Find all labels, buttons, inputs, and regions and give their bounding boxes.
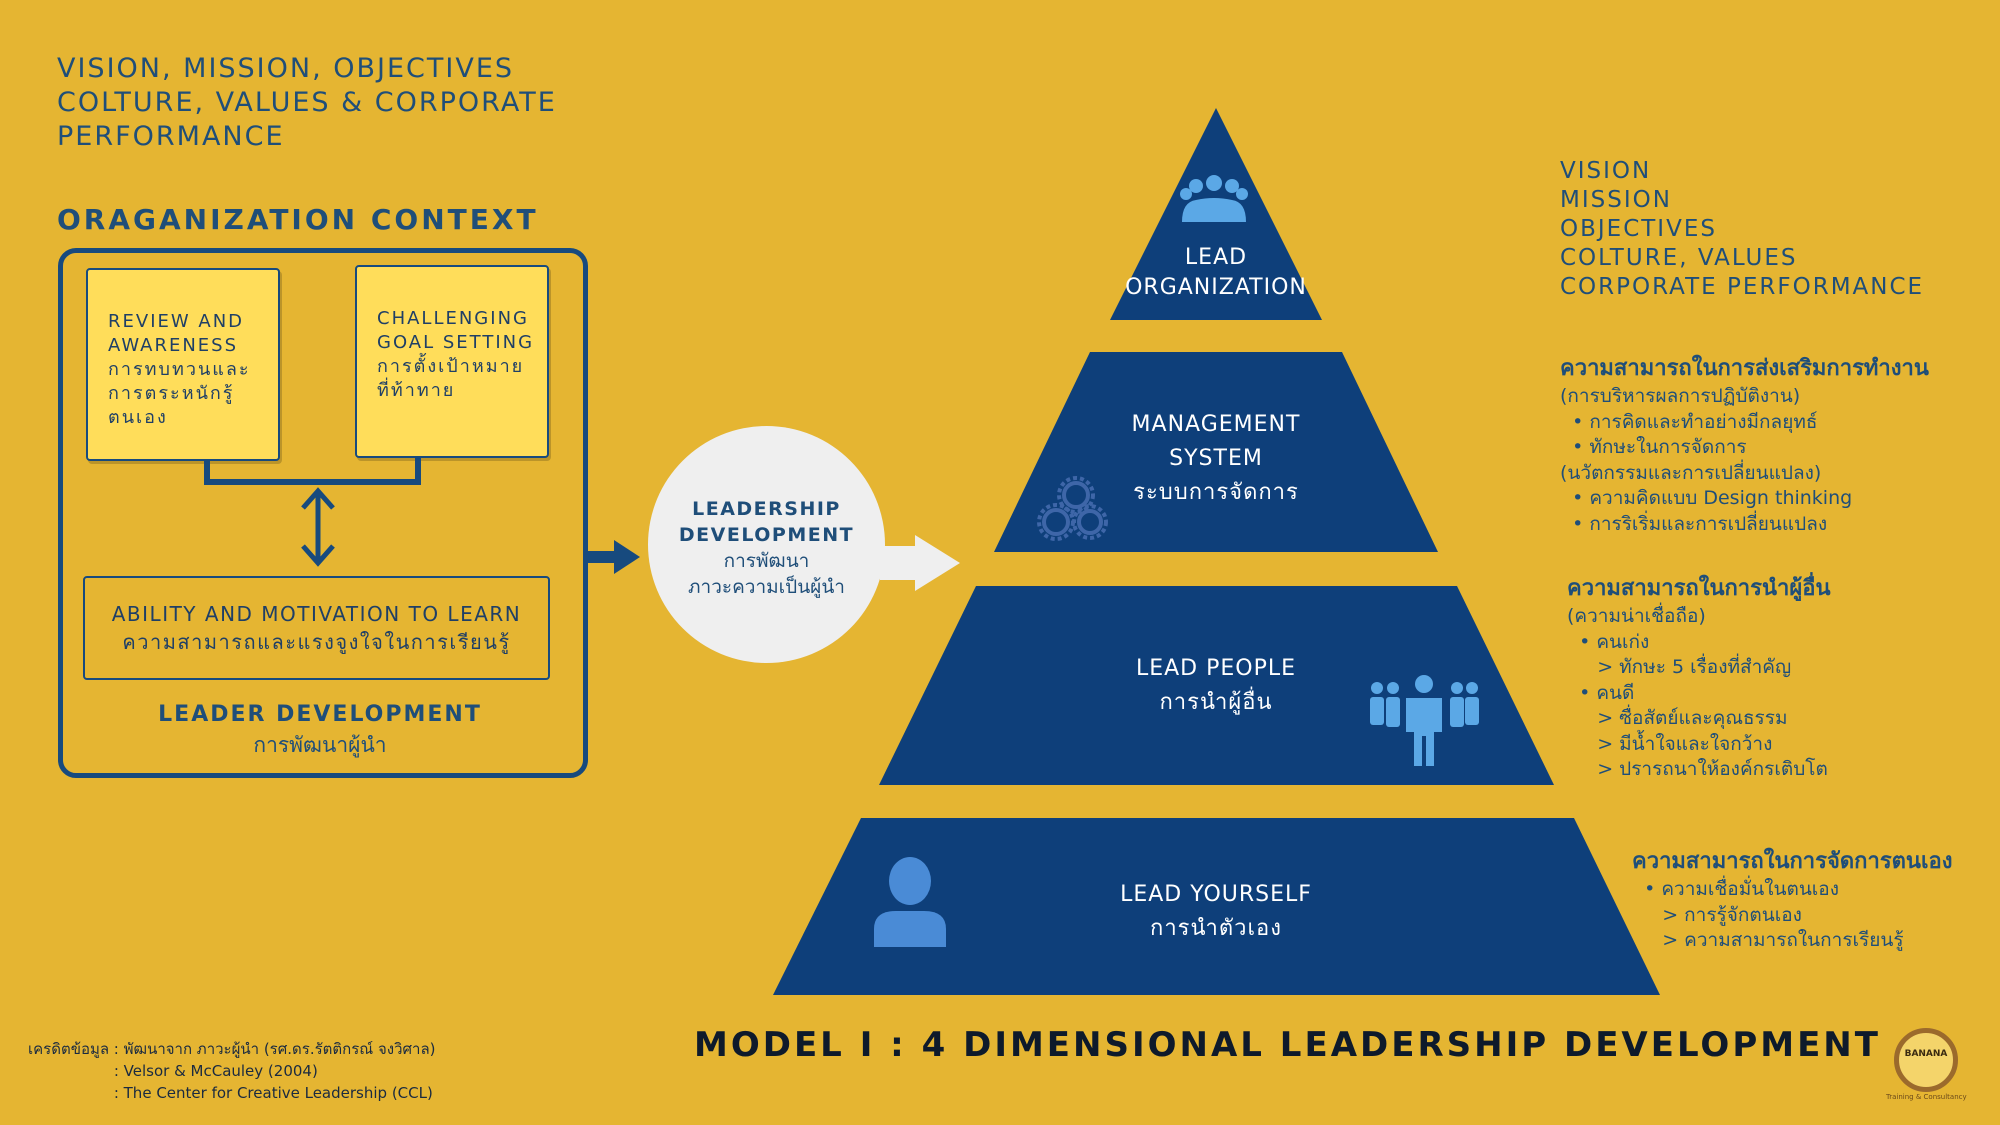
person-icon (874, 857, 946, 947)
circle-th-line: การพัฒนา (723, 550, 810, 572)
organization-list-item: CORPORATE PERFORMANCE (1560, 274, 1925, 300)
team-people-icon (1370, 675, 1479, 766)
top-heading-line: COLTURE, VALUES & CORPORATE (57, 87, 557, 118)
self-capability-block: ความสามารถในการจัดการตนเอง • ความเชื่อมั… (1632, 847, 1952, 954)
goal-setting-note: CHALLENGING GOAL SETTING การตั้งเป้าหมาย… (355, 265, 549, 458)
leadership-development-circle: LEADERSHIP DEVELOPMENT การพัฒนา ภาวะความ… (648, 426, 885, 663)
tier-label-line: ORGANIZATION (1125, 275, 1307, 300)
tier-label-line: LEAD (1184, 245, 1248, 270)
organization-list: VISION MISSION OBJECTIVES COLTURE, VALUE… (1560, 157, 1924, 302)
capability-line: > ทักษะ 5 เรื่องที่สำคัญ (1567, 656, 1792, 678)
logo-name: BANANA (1904, 1049, 1948, 1059)
capability-line: • การริเริ่มและการเปลี่ยนแปลง (1560, 512, 1828, 535)
context-frame (58, 248, 588, 778)
banana-logo: BANANA (1894, 1028, 1958, 1092)
people-capability-block: ความสามารถในการนำผู้อื่น (ความน่าเชื่อถื… (1567, 574, 1831, 783)
capability-line: • ความเชื่อมั่นในตนเอง (1632, 878, 1839, 900)
work-capability-block: ความสามารถในการส่งเสริมการทำงาน (การบริห… (1560, 354, 1929, 537)
tier-label-line: SYSTEM (1169, 446, 1263, 471)
credit-line: เครดิตข้อมูล : พัฒนาจาก ภาวะผู้นำ (รศ.ดร… (28, 1040, 436, 1058)
top-heading-line: VISION, MISSION, OBJECTIVES (57, 53, 515, 84)
capability-heading: ความสามารถในการจัดการตนเอง (1632, 849, 1953, 874)
circle-en-line: LEADERSHIP (692, 498, 841, 520)
note-line: REVIEW AND (108, 311, 245, 332)
credit-line: : The Center for Creative Leadership (CC… (28, 1084, 433, 1102)
leader-development-th: การพัฒนาผู้นำ (253, 733, 387, 757)
organization-list-item: MISSION (1560, 187, 1672, 213)
capability-line: (ความน่าเชื่อถือ) (1567, 605, 1706, 627)
note-line: AWARENESS (108, 335, 239, 356)
double-arrow-icon (301, 487, 335, 567)
capability-line: > ซื่อสัตย์และคุณธรรม (1567, 707, 1788, 729)
capability-line: • ความคิดแบบ Design thinking (1560, 487, 1853, 509)
capability-line: > การรู้จักตนเอง (1632, 903, 1802, 926)
lead-people-label: LEAD PEOPLE การนำผู้อื่น (1066, 652, 1366, 720)
management-system-label: MANAGEMENT SYSTEM ระบบการจัดการ (1066, 408, 1366, 510)
tier-lead-people (879, 586, 1554, 785)
model-title: MODEL I : 4 DIMENSIONAL LEADERSHIP DEVEL… (694, 1025, 1881, 1065)
capability-line: (นวัตกรรมและการเปลี่ยนแปลง) (1560, 461, 1822, 484)
tier-label-line: LEAD YOURSELF (1120, 882, 1312, 907)
capability-line: > ปรารถนาให้องค์กรเติบโต (1567, 758, 1828, 780)
capability-line: > ความสามารถในการเรียนรู้ (1632, 929, 1904, 951)
capability-line: • การคิดและทำอย่างมีกลยุทธ์ (1560, 410, 1818, 433)
group-people-icon (1180, 175, 1248, 222)
note-line: ที่ท้าทาย (377, 380, 456, 401)
leader-development-en: LEADER DEVELOPMENT (158, 702, 482, 727)
review-awareness-note: REVIEW AND AWARENESS การทบทวนและ การตระห… (86, 268, 280, 461)
leader-development-label: LEADER DEVELOPMENT การพัฒนาผู้นำ (100, 700, 540, 760)
tier-label-line: การนำผู้อื่น (1159, 690, 1273, 715)
ability-en: ABILITY AND MOTIVATION TO LEARN (111, 602, 522, 626)
top-heading-line: PERFORMANCE (57, 121, 285, 152)
lead-organization-label: LEAD ORGANIZATION (1116, 243, 1316, 303)
note-line: การตั้งเป้าหมาย (377, 356, 525, 377)
capability-line: • คนเก่ง (1567, 630, 1650, 653)
tier-management-system (994, 352, 1438, 552)
circle-to-pyramid-arrow (880, 535, 960, 591)
capability-heading: ความสามารถในการนำผู้อื่น (1567, 576, 1831, 601)
capability-line: • คนดี (1567, 681, 1635, 704)
circle-th-line: ภาวะความเป็นผู้นำ (688, 576, 845, 598)
notes-bracket (204, 458, 421, 485)
credit-line: : Velsor & McCauley (2004) (28, 1062, 318, 1080)
lead-yourself-label: LEAD YOURSELF การนำตัวเอง (1066, 878, 1366, 946)
ability-motivation-box: ABILITY AND MOTIVATION TO LEARN ความสามา… (83, 576, 550, 680)
logo-tagline: Training & Consultancy (1886, 1093, 1967, 1101)
capability-heading: ความสามารถในการส่งเสริมการทำงาน (1560, 356, 1929, 381)
tier-label-line: MANAGEMENT (1131, 412, 1301, 437)
context-title: ORAGANIZATION CONTEXT (57, 203, 539, 236)
organization-list-item: VISION (1560, 158, 1652, 184)
note-line: การตระหนักรู้ (108, 383, 235, 404)
capability-line: (การบริหารผลการปฏิบัติงาน) (1560, 385, 1801, 407)
organization-list-item: COLTURE, VALUES (1560, 245, 1798, 271)
tier-label-line: การนำตัวเอง (1150, 916, 1282, 941)
capability-line: > มีน้ำใจและใจกว้าง (1567, 732, 1773, 755)
circle-en-line: DEVELOPMENT (678, 524, 855, 546)
tier-label-line: ระบบการจัดการ (1133, 480, 1299, 505)
frame-to-circle-arrow (583, 540, 640, 574)
tier-lead-yourself (773, 818, 1660, 995)
note-line: ตนเอง (108, 407, 168, 428)
note-line: GOAL SETTING (377, 332, 535, 353)
gears-icon (1037, 476, 1108, 541)
organization-list-item: OBJECTIVES (1560, 216, 1717, 242)
credits: เครดิตข้อมูล : พัฒนาจาก ภาวะผู้นำ (รศ.ดร… (28, 1038, 435, 1104)
tier-label-line: LEAD PEOPLE (1135, 656, 1297, 681)
note-line: CHALLENGING (377, 308, 529, 329)
ability-th: ความสามารถและแรงจูงใจในการเรียนรู้ (122, 630, 511, 654)
top-heading: VISION, MISSION, OBJECTIVES COLTURE, VAL… (57, 52, 617, 154)
note-line: การทบทวนและ (108, 359, 251, 380)
capability-line: • ทักษะในการจัดการ (1560, 436, 1747, 458)
